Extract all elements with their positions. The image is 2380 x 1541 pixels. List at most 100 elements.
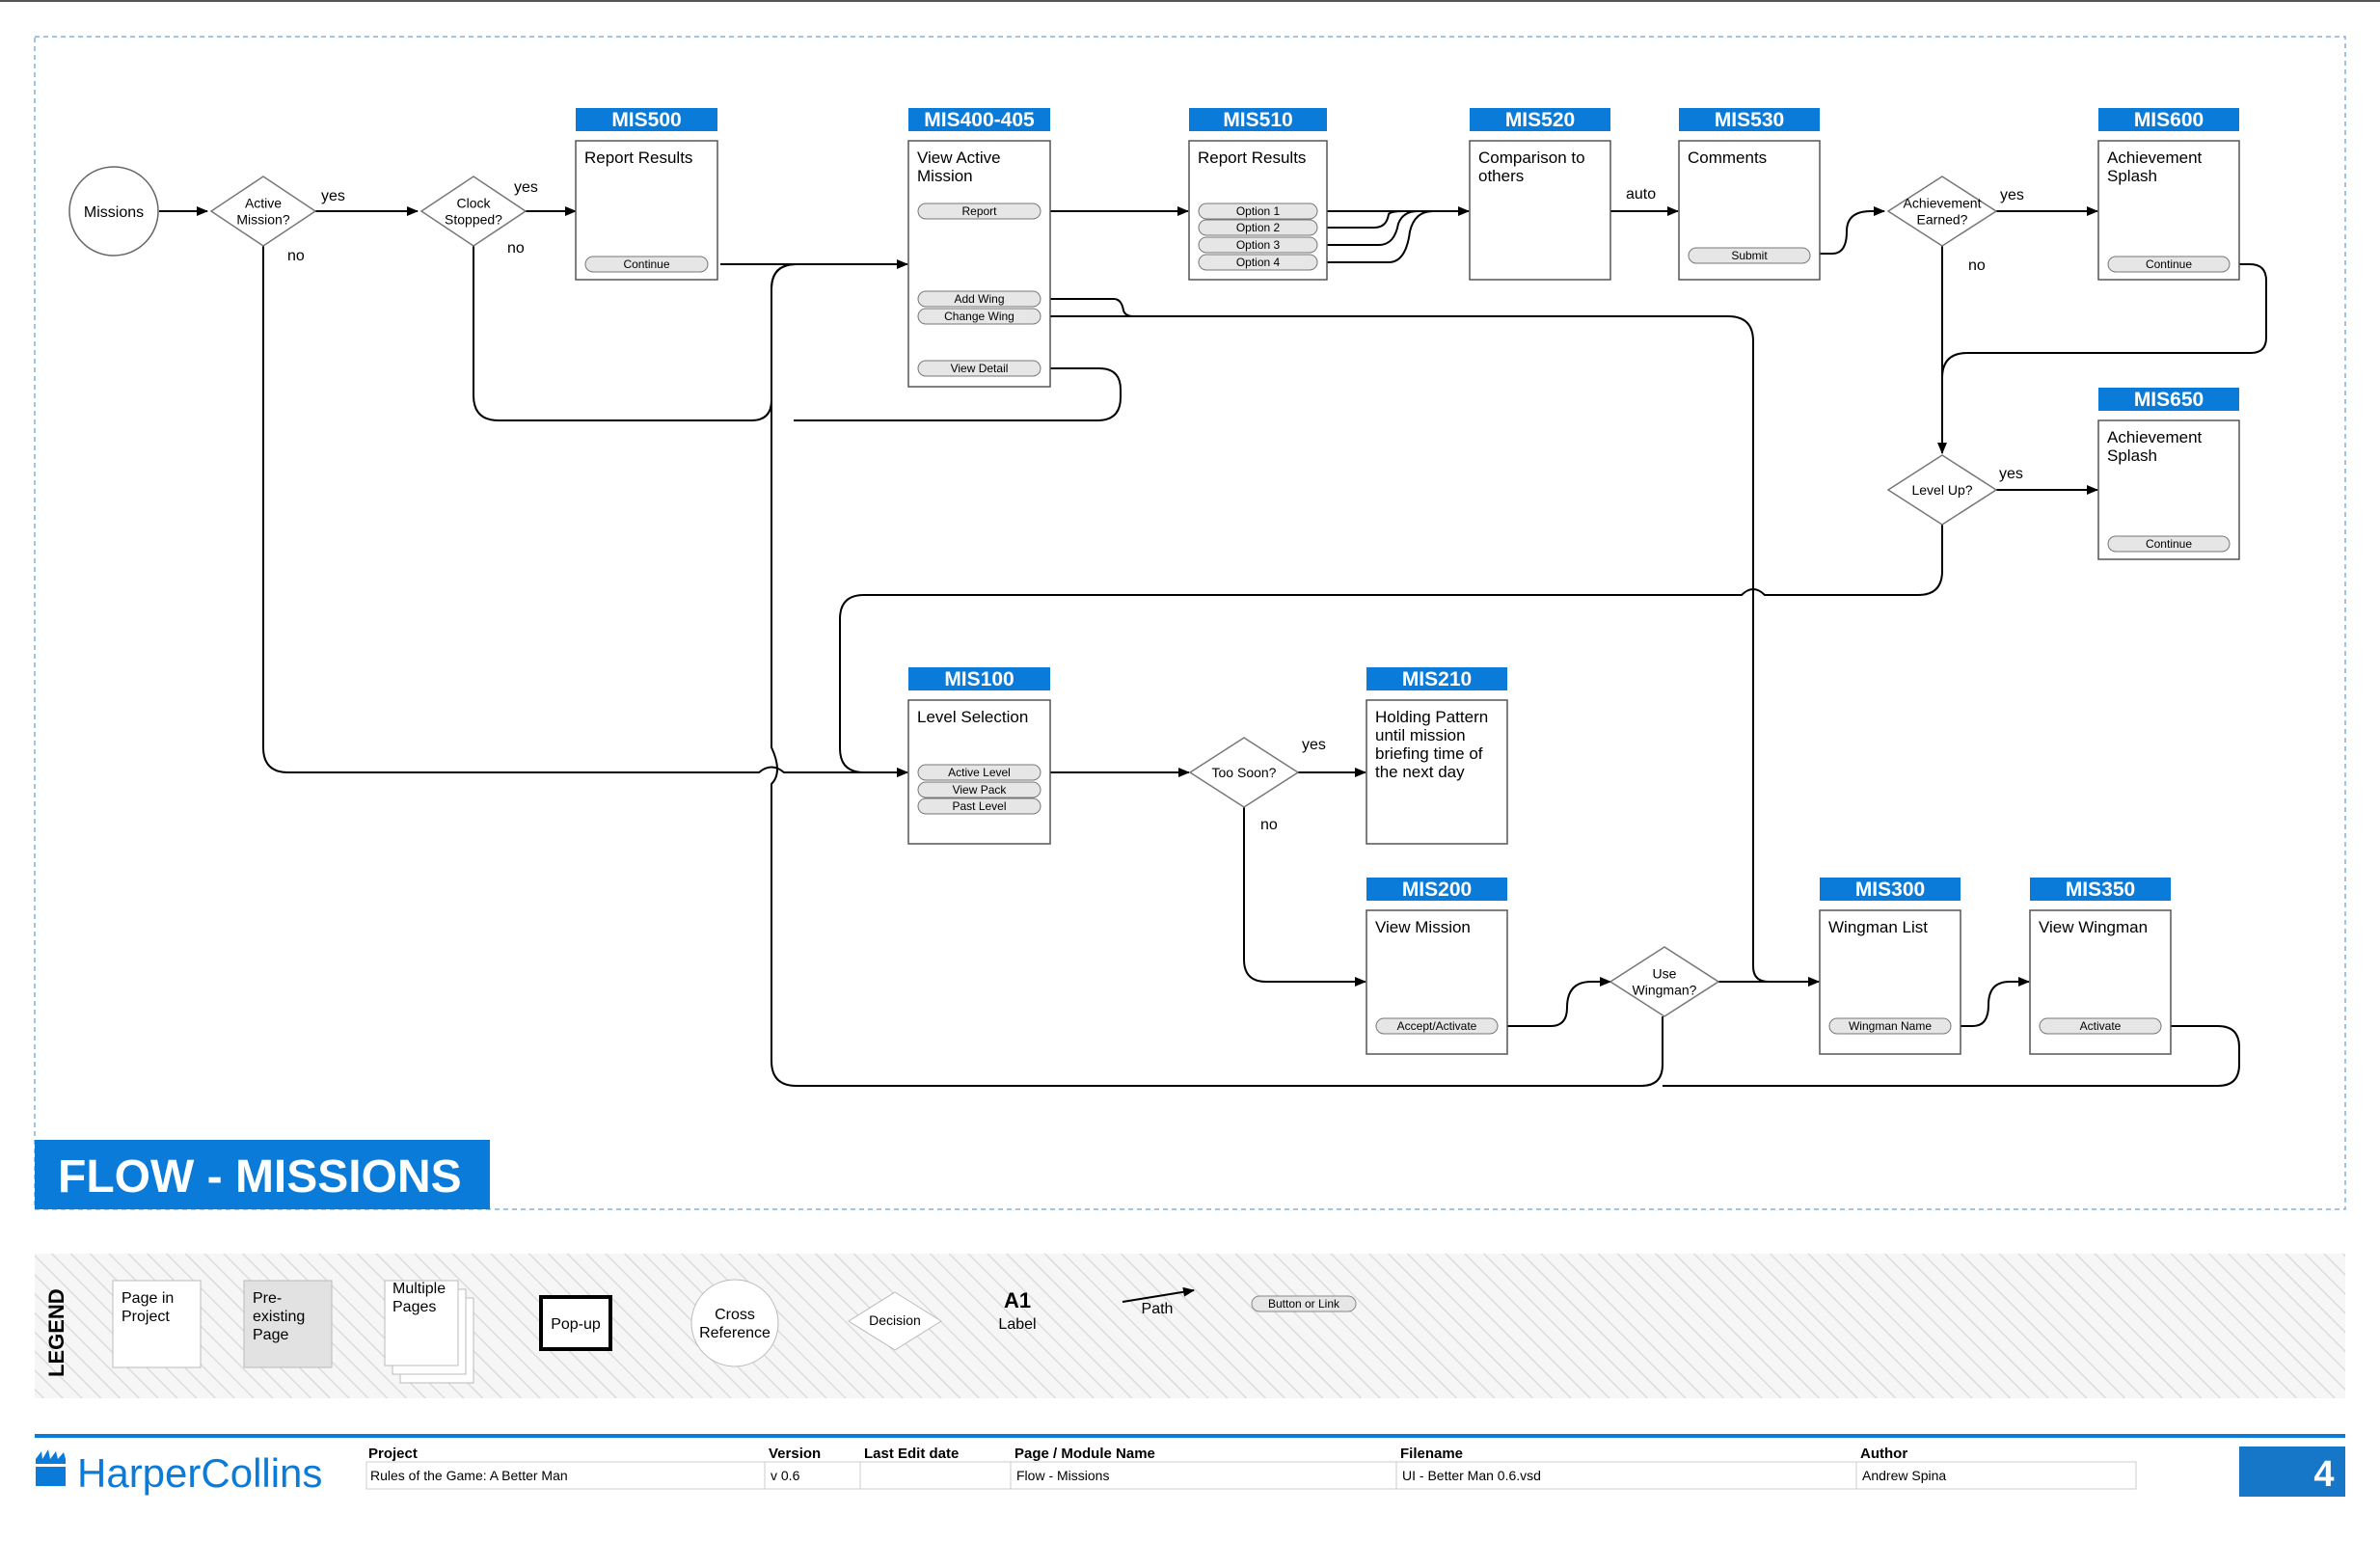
page-id-header	[1820, 878, 1961, 901]
page-id: MIS600	[2134, 109, 2204, 131]
button-shape[interactable]	[917, 798, 1041, 815]
page-button[interactable]: Option 4	[1198, 254, 1318, 271]
button-shape[interactable]	[917, 290, 1041, 308]
button-shape[interactable]	[1198, 203, 1318, 220]
legend: LEGEND Page in Project Pre- existing Pag…	[35, 1254, 2345, 1398]
page-button[interactable]: Add Wing	[917, 290, 1041, 308]
footer-label: Project	[368, 1446, 418, 1462]
legend-path: Path	[1122, 1286, 1195, 1317]
footer-label: Filename	[1400, 1446, 1463, 1462]
button-shape[interactable]	[917, 781, 1041, 798]
legend-multiple-line1: Multiple	[392, 1281, 446, 1297]
page-button[interactable]: Continue	[584, 256, 709, 273]
page-button[interactable]: Activate	[2039, 1017, 2162, 1035]
page-id: MIS530	[1715, 109, 1784, 131]
page-id: MIS400-405	[924, 109, 1035, 131]
button-shape[interactable]	[1198, 219, 1318, 236]
page-id: MIS200	[1402, 879, 1472, 901]
page-button[interactable]: Option 3	[1198, 236, 1318, 254]
button-label[interactable]: Report	[961, 204, 997, 218]
page-button[interactable]: Option 2	[1198, 219, 1318, 236]
button-label[interactable]: Add Wing	[954, 292, 1004, 306]
page-button[interactable]: Option 1	[1198, 203, 1318, 220]
page-button[interactable]: View Detail	[917, 360, 1041, 377]
button-shape[interactable]	[1828, 1017, 1952, 1035]
page-title-line: Holding Pattern	[1375, 708, 1488, 726]
button-label[interactable]: Option 3	[1236, 238, 1281, 252]
button-shape[interactable]	[917, 308, 1041, 325]
decision-label-line: Stopped?	[445, 212, 502, 228]
button-label[interactable]: Wingman Name	[1849, 1019, 1932, 1033]
button-label[interactable]: Option 1	[1236, 204, 1281, 218]
page-id-header	[2098, 108, 2239, 131]
page-button[interactable]: Past Level	[917, 798, 1041, 815]
footer-value: Andrew Spina	[1862, 1468, 1946, 1483]
button-shape[interactable]	[917, 203, 1041, 220]
button-label[interactable]: Continue	[623, 257, 669, 271]
page-title-line: briefing time of	[1375, 744, 1483, 763]
page-title-banner: FLOW - MISSIONS	[35, 1140, 490, 1209]
decision-label-line: Level Up?	[1911, 482, 1972, 498]
footer-value: Flow - Missions	[1016, 1468, 1109, 1483]
button-shape[interactable]	[1375, 1017, 1499, 1035]
button-label[interactable]: Option 4	[1236, 256, 1281, 269]
page-button[interactable]: Change Wing	[917, 308, 1041, 325]
button-label[interactable]: Activate	[2080, 1019, 2122, 1033]
button-shape[interactable]	[1198, 254, 1318, 271]
button-label[interactable]: Continue	[2146, 257, 2192, 271]
button-shape[interactable]	[917, 764, 1041, 781]
legend-cross-ref-line1: Cross	[715, 1307, 755, 1323]
legend-multiple-line2: Pages	[392, 1299, 436, 1315]
page-id-header	[1366, 667, 1507, 690]
page-button[interactable]: Continue	[2107, 256, 2231, 273]
button-shape[interactable]	[2039, 1017, 2162, 1035]
edge-label-auto: auto	[1626, 186, 1656, 203]
button-shape[interactable]	[917, 360, 1041, 377]
button-label[interactable]: Submit	[1731, 249, 1768, 262]
page-id-header	[908, 108, 1050, 131]
button-shape[interactable]	[2107, 256, 2231, 273]
page-id-header	[1366, 878, 1507, 901]
button-shape[interactable]	[1198, 236, 1318, 254]
button-shape[interactable]	[584, 256, 709, 273]
decision-level-up: Level Up?	[1886, 454, 1998, 526]
decision-shape	[419, 176, 527, 247]
page-id-header	[1189, 108, 1327, 131]
button-label[interactable]: Change Wing	[944, 310, 1014, 323]
button-shape[interactable]	[1688, 247, 1811, 264]
button-label[interactable]: View Pack	[953, 783, 1008, 797]
page-button[interactable]: Accept/Activate	[1375, 1017, 1499, 1035]
page-button[interactable]: View Pack	[917, 781, 1041, 798]
page-id-header	[1470, 108, 1610, 131]
page-button[interactable]: Submit	[1688, 247, 1811, 264]
edge-label-toosoon-no: no	[1260, 817, 1278, 833]
button-label[interactable]: Option 2	[1236, 221, 1281, 234]
button-label[interactable]: View Detail	[951, 362, 1009, 375]
button-label[interactable]: Active Level	[948, 766, 1011, 779]
legend-label: A1 Label	[998, 1288, 1036, 1333]
page-button[interactable]: Wingman Name	[1828, 1017, 1952, 1035]
page-box	[1469, 140, 1611, 281]
logo-block-icon	[36, 1467, 66, 1486]
edge-label-clock-yes: yes	[514, 179, 538, 196]
page-button[interactable]: Active Level	[917, 764, 1041, 781]
decision-label-line: Earned?	[1917, 212, 1968, 228]
button-label[interactable]: Accept/Activate	[1397, 1019, 1477, 1033]
page-id: MIS510	[1223, 109, 1292, 131]
button-label[interactable]: Past Level	[952, 799, 1006, 813]
decision-label-line: Achievement	[1904, 196, 1982, 211]
page-button[interactable]: Report	[917, 203, 1041, 220]
page-button[interactable]: Continue	[2107, 535, 2231, 553]
button-label[interactable]: Continue	[2146, 537, 2192, 551]
legend-path-label: Path	[1142, 1301, 1174, 1317]
page-id-header	[576, 108, 717, 131]
page-id-header	[908, 667, 1050, 690]
page-title-line: Achievement	[2107, 428, 2203, 446]
brand-name: HarperCollins	[77, 1450, 322, 1496]
button-shape[interactable]	[2107, 535, 2231, 553]
